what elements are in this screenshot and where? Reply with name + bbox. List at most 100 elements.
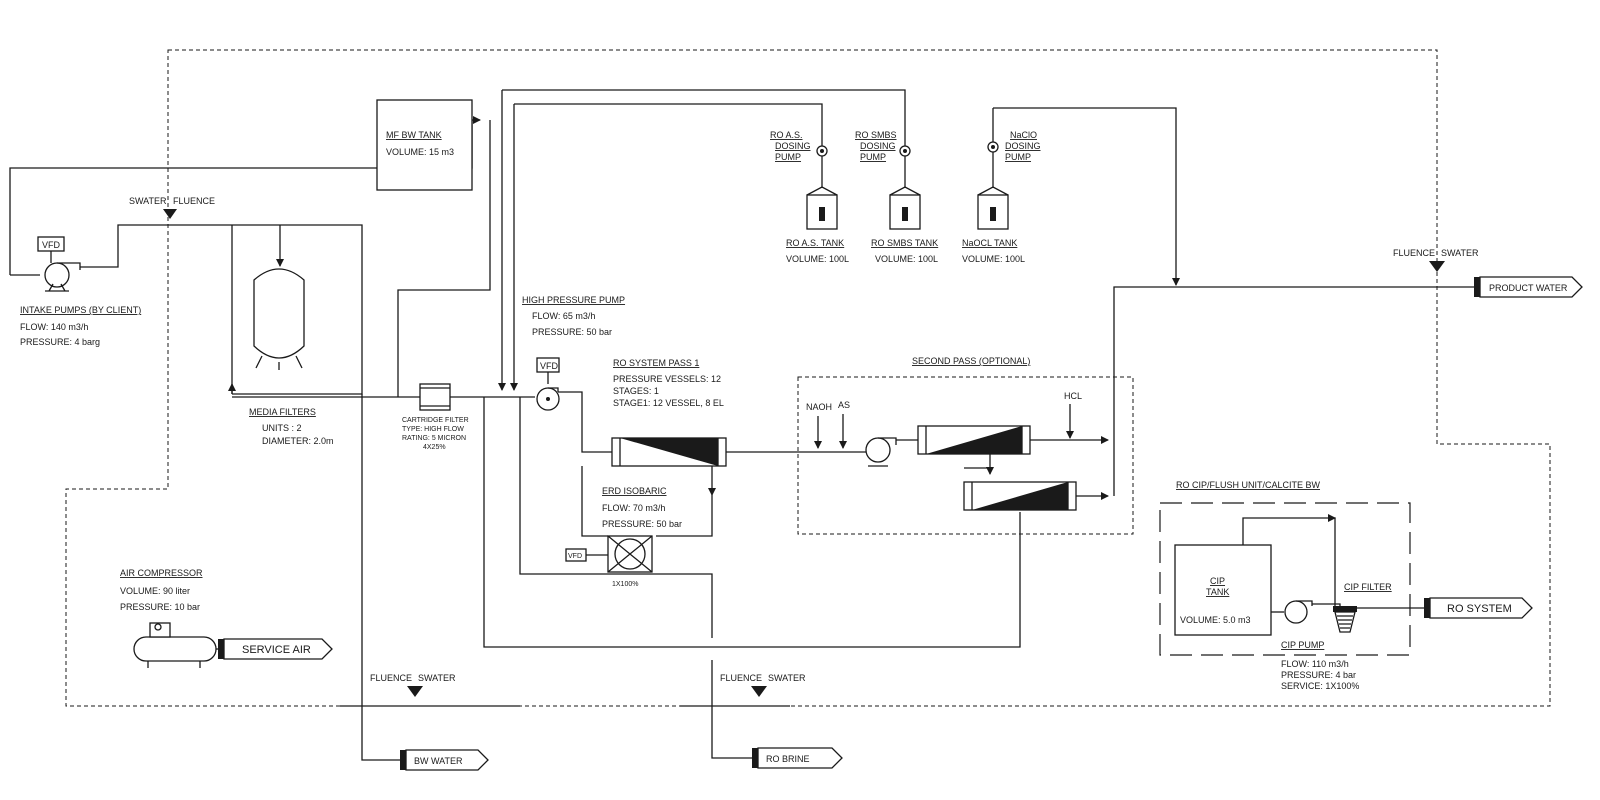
cip-unit-boundary <box>1159 502 1411 656</box>
hp-vfd-label: VFD <box>540 361 559 371</box>
smbs-dosing-pump-line1: RO SMBS <box>855 130 897 140</box>
intake-pump-icon <box>44 262 81 292</box>
naclo-dosing-pump-line2: DOSING <box>1005 141 1041 151</box>
as-dosing-pump-line1: RO A.S. <box>770 130 803 140</box>
hp-pump-title: HIGH PRESSURE PUMP <box>522 295 625 305</box>
nacl-tank-volume: VOLUME: 100L <box>962 254 1025 264</box>
hp-pump-flow: FLOW: 65 m3/h <box>532 311 595 321</box>
second-pass-pump-icon <box>865 437 897 467</box>
erd-pressure: PRESSURE: 50 bar <box>602 519 682 529</box>
product-water-label: PRODUCT WATER <box>1489 283 1568 293</box>
intake-pressure: PRESSURE: 4 barg <box>20 337 100 347</box>
mf-bw-tank <box>376 99 473 191</box>
swater-fluence-marker-icon <box>163 209 177 219</box>
cip-tank-volume: VOLUME: 5.0 m3 <box>1180 615 1251 625</box>
bottom-boundary-2-marker-icon <box>751 686 767 697</box>
smbs-tank-icon <box>889 186 921 230</box>
service-air-label: SERVICE AIR <box>242 644 311 656</box>
mf-bw-tank-title: MF BW TANK <box>386 130 442 140</box>
nacl-tank-icon <box>977 186 1009 230</box>
cartridge-filter-line3: RATING: 5 MICRON <box>402 435 466 442</box>
as-dosing-pump-icon <box>816 145 828 157</box>
naclo-dosing-pump-line3: PUMP <box>1005 152 1031 162</box>
media-filter-vessel-icon <box>253 268 305 370</box>
boundary-swater-label-1: SWATER <box>129 196 167 206</box>
ro-brine-outlet <box>752 747 843 769</box>
erd-device-icon <box>607 535 653 573</box>
bottom-fluence-label-2: FLUENCE <box>720 673 762 683</box>
media-filters-diameter: DIAMETER: 2.0m <box>262 436 334 446</box>
as-tank-volume: VOLUME: 100L <box>786 254 849 264</box>
cip-pump-icon <box>1284 600 1313 624</box>
air-compressor-pressure: PRESSURE: 10 bar <box>120 602 200 612</box>
product-water-outlet <box>1474 276 1583 298</box>
cip-tank-line1: CIP <box>1210 576 1225 586</box>
hcl-label: HCL <box>1064 391 1082 401</box>
bw-water-label: BW WATER <box>414 756 463 766</box>
smbs-dosing-pump-line3: PUMP <box>860 152 886 162</box>
product-swater-label: SWATER <box>1441 248 1479 258</box>
ro-pass1-title: RO SYSTEM PASS 1 <box>613 358 699 368</box>
second-pass-membrane-1-icon <box>917 425 1031 455</box>
cip-filter-icon <box>1333 606 1357 633</box>
naclo-dosing-pump-line1: NaClO <box>1010 130 1037 140</box>
product-boundary-marker-icon <box>1429 261 1445 272</box>
smbs-dosing-pump-icon <box>899 145 911 157</box>
smbs-tank-title: RO SMBS TANK <box>871 238 938 248</box>
smbs-dosing-pump-line2: DOSING <box>860 141 896 151</box>
media-filters-title: MEDIA FILTERS <box>249 407 316 417</box>
second-pass-boundary <box>797 376 1134 535</box>
ro-brine-label: RO BRINE <box>766 754 810 764</box>
as-dosing-pump-line3: PUMP <box>775 152 801 162</box>
nacl-tank-title: NaOCL TANK <box>962 238 1017 248</box>
as-label: AS <box>838 400 850 410</box>
erd-config: 1X100% <box>612 581 638 588</box>
intake-vfd-label: VFD <box>42 240 61 250</box>
erd-flow: FLOW: 70 m3/h <box>602 503 665 513</box>
erd-vfd-label: VFD <box>568 553 582 560</box>
ro-pass1-stages: STAGES: 1 <box>613 386 659 396</box>
ro-system-outlet <box>1424 597 1533 619</box>
cip-flow: FLOW: 110 m3/h <box>1281 659 1349 669</box>
cartridge-filter-icon <box>419 383 451 411</box>
ro-pass1-stage1: STAGE1: 12 VESSEL, 8 EL <box>613 398 724 408</box>
air-compressor-volume: VOLUME: 90 liter <box>120 586 190 596</box>
bottom-swater-label-2: SWATER <box>768 673 806 683</box>
cip-unit-title: RO CIP/FLUSH UNIT/CALCITE BW <box>1176 480 1321 490</box>
intake-pumps-title: INTAKE PUMPS (BY CLIENT) <box>20 305 141 315</box>
second-pass-title: SECOND PASS (OPTIONAL) <box>912 356 1030 366</box>
as-tank-title: RO A.S. TANK <box>786 238 844 248</box>
ro-pass1-membrane-icon <box>611 437 727 467</box>
naoh-label: NAOH <box>806 402 832 412</box>
ro-system-label: RO SYSTEM <box>1447 603 1512 615</box>
bottom-fluence-label-1: FLUENCE <box>370 673 412 683</box>
air-compressor-icon <box>133 622 217 668</box>
plant-boundary <box>65 49 1551 707</box>
bottom-boundary-1-marker-icon <box>407 686 423 697</box>
bw-water-outlet <box>400 749 489 771</box>
smbs-tank-volume: VOLUME: 100L <box>875 254 938 264</box>
cartridge-filter-line4: 4X25% <box>423 444 446 451</box>
hp-pump-pressure: PRESSURE: 50 bar <box>532 327 612 337</box>
intake-flow: FLOW: 140 m3/h <box>20 322 88 332</box>
cip-tank-line2: TANK <box>1206 587 1229 597</box>
cartridge-filter-line2: TYPE: HIGH FLOW <box>402 426 464 433</box>
second-pass-membrane-2-icon <box>963 481 1077 511</box>
media-filters-units: UNITS : 2 <box>262 423 302 433</box>
high-pressure-pump-icon <box>536 387 560 411</box>
product-fluence-label: FLUENCE <box>1393 248 1435 258</box>
service-air-outlet <box>218 638 333 660</box>
cip-filter-label: CIP FILTER <box>1344 582 1392 592</box>
boundary-fluence-label-1: FLUENCE <box>173 196 215 206</box>
cip-pressure: PRESSURE: 4 bar <box>1281 670 1356 680</box>
bottom-swater-label-1: SWATER <box>418 673 456 683</box>
naclo-dosing-pump-icon <box>987 141 999 153</box>
as-dosing-pump-line2: DOSING <box>775 141 811 151</box>
cartridge-filter-line1: CARTRIDGE FILTER <box>402 417 469 424</box>
ro-pass1-vessels: PRESSURE VESSELS: 12 <box>613 374 721 384</box>
air-compressor-title: AIR COMPRESSOR <box>120 568 203 578</box>
erd-title: ERD ISOBARIC <box>602 486 667 496</box>
cip-pump-label: CIP PUMP <box>1281 640 1324 650</box>
mf-bw-tank-volume: VOLUME: 15 m3 <box>386 147 454 157</box>
cip-service: SERVICE: 1X100% <box>1281 681 1359 691</box>
